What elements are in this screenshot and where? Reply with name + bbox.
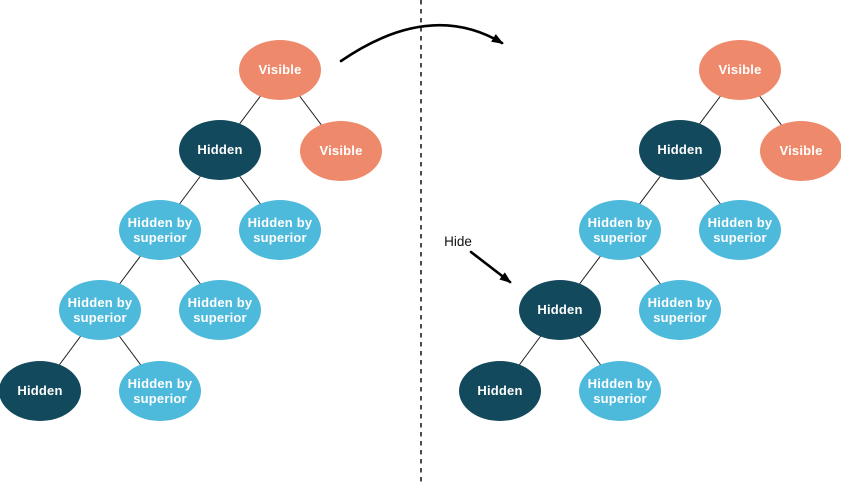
tree-edge bbox=[159, 149, 221, 231]
tree-edge bbox=[159, 229, 221, 311]
tree-edge bbox=[219, 69, 281, 151]
tree-edge bbox=[99, 229, 161, 311]
hide-annotation-label: Hide bbox=[444, 234, 472, 249]
tree-edge bbox=[739, 69, 802, 152]
tree-edge bbox=[499, 309, 561, 392]
hide-arrow-icon bbox=[469, 250, 512, 284]
tree-edge bbox=[99, 309, 161, 392]
tree-edge bbox=[679, 149, 741, 231]
tree-edge bbox=[559, 309, 621, 392]
tree-edge bbox=[619, 229, 681, 311]
tree-edge bbox=[39, 309, 101, 392]
tree-edge bbox=[559, 229, 621, 311]
transition-arrow-icon bbox=[339, 23, 504, 63]
tree-edge bbox=[219, 149, 281, 231]
tree-edge bbox=[619, 149, 681, 231]
tree-edge bbox=[279, 69, 342, 152]
tree-edge bbox=[679, 69, 741, 151]
